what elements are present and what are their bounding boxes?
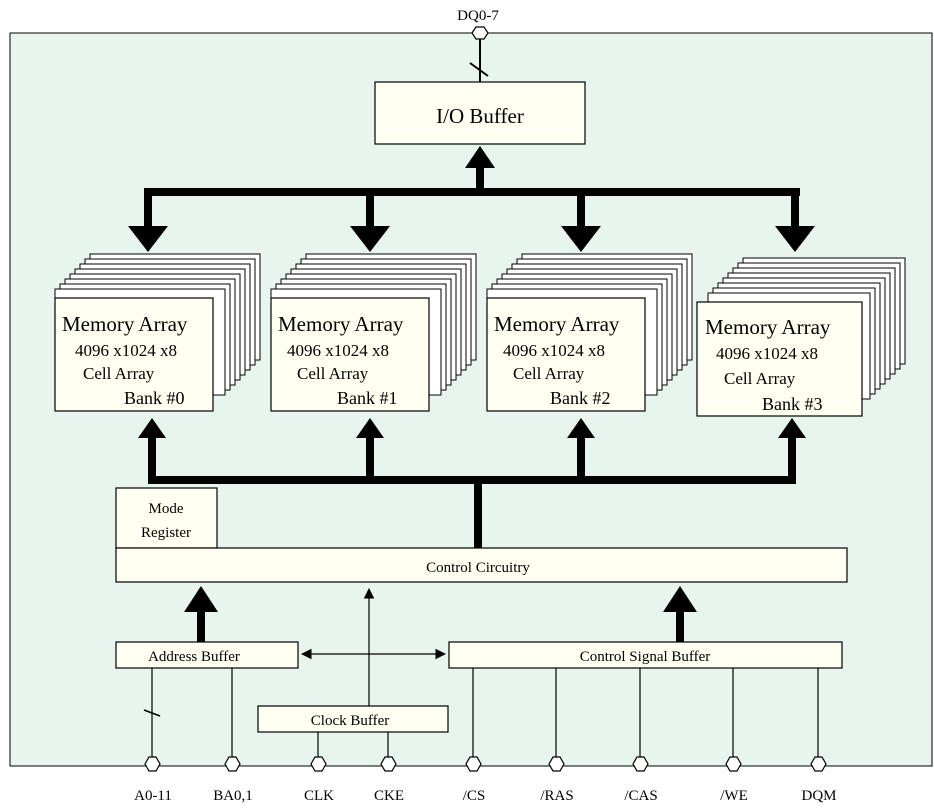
arrow-to-io-buffer [465, 146, 495, 168]
top-data-bus [144, 188, 800, 196]
pin-label-cke: CKE [374, 788, 404, 804]
clock-buffer-label: Clock Buffer [311, 713, 389, 729]
bank-1-size: 4096 x1024 x8 [287, 341, 389, 360]
pin-label-cs: /CS [463, 788, 486, 804]
bank-1-title: Memory Array [278, 312, 404, 336]
bottom-bus-arrows [138, 418, 806, 478]
pin-label-clk: CLK [304, 788, 334, 804]
bank-3-title: Memory Array [705, 315, 831, 339]
mode-register-line2: Register [141, 525, 191, 541]
bank-3-type: Cell Array [724, 369, 796, 388]
control-signal-buffer-label: Control Signal Buffer [580, 649, 711, 665]
control-circuitry-label: Control Circuitry [426, 560, 530, 576]
pin-label-dq: DQ0-7 [457, 8, 499, 24]
pin-dq [471, 26, 489, 40]
bank-0-block [54, 297, 214, 412]
address-buffer-label: Address Buffer [148, 649, 240, 665]
bank-0-size: 4096 x1024 x8 [75, 341, 177, 360]
bank-3-label: Bank #3 [762, 394, 823, 414]
control-to-bus-stem [474, 480, 482, 548]
mode-register-block [115, 487, 218, 549]
arrow-address-to-control [184, 586, 218, 612]
mode-register-line1: Mode [149, 501, 184, 517]
bank-2-label: Bank #2 [550, 388, 611, 408]
pin-label-ras: /RAS [540, 788, 573, 804]
bank-2-size: 4096 x1024 x8 [503, 341, 605, 360]
bank-2-block [486, 297, 646, 412]
io-bus-stem [476, 166, 484, 192]
signal-stem [676, 610, 684, 642]
io-buffer-block [374, 81, 586, 145]
bottom-bus [148, 476, 796, 484]
bank-0-title: Memory Array [62, 312, 188, 336]
bank-0-label: Bank #0 [124, 388, 185, 408]
bank-3-block [696, 301, 863, 417]
bus-slash-dq [469, 62, 489, 77]
pin-label-we: /WE [720, 788, 748, 804]
bank-3-size: 4096 x1024 x8 [716, 344, 818, 363]
io-buffer-label: I/O Buffer [436, 104, 524, 128]
bus-slash-address [143, 709, 161, 717]
address-buffer-block [115, 641, 299, 669]
bank-1-type: Cell Array [297, 364, 369, 383]
control-signal-buffer-block [448, 641, 843, 669]
pin-label-dqm: DQM [801, 788, 836, 804]
bank-1-label: Bank #1 [337, 388, 398, 408]
pin-label-ba: BA0,1 [213, 788, 253, 804]
pin-terminals [144, 756, 827, 772]
arrow-signal-to-control [663, 586, 697, 612]
top-bus-arrows [128, 192, 815, 252]
clock-buffer-block [257, 705, 449, 733]
bank-2-title: Memory Array [494, 312, 620, 336]
pin-label-cas: /CAS [624, 788, 657, 804]
control-circuitry-block [115, 547, 848, 583]
address-stem [197, 610, 205, 642]
bank-2-type: Cell Array [513, 364, 585, 383]
bank-0-type: Cell Array [83, 364, 155, 383]
pin-label-a0-11: A0-11 [134, 788, 172, 804]
bank-1-block [270, 297, 430, 412]
